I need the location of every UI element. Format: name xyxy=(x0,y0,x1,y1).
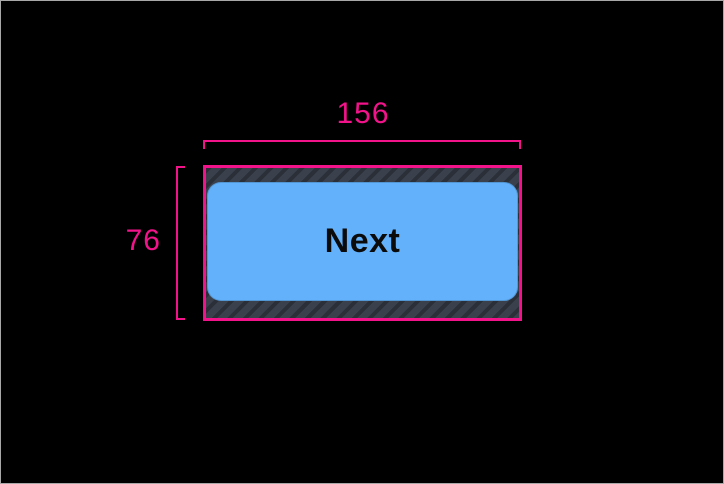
next-button-label: Next xyxy=(324,222,401,260)
next-button[interactable]: Next xyxy=(207,182,518,301)
width-dimension-label: 156 xyxy=(336,97,390,130)
width-measure-bracket xyxy=(203,140,521,149)
height-dimension-label: 76 xyxy=(125,224,161,257)
height-measure-bracket xyxy=(176,166,185,320)
widget-bounds-box: Next xyxy=(203,165,522,321)
